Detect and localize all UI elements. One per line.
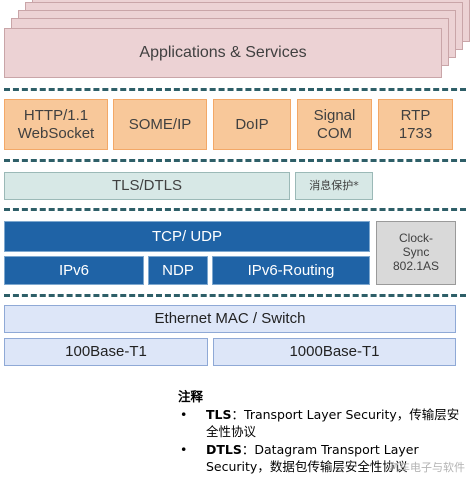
ethernet-box: Ethernet MAC / Switch bbox=[4, 305, 456, 333]
applications-services-label: Applications & Services bbox=[139, 43, 307, 61]
notes-list: TLS：Transport Layer Security，传输层安全性协议 DT… bbox=[178, 406, 468, 476]
clock-sync-box: Clock- Sync 802.1AS bbox=[376, 221, 456, 285]
note-text: Transport Layer Security，传输层安全性协议 bbox=[206, 406, 460, 440]
applications-services-box: Applications & Services bbox=[4, 28, 442, 78]
ipv6-routing-label: IPv6-Routing bbox=[247, 261, 335, 279]
note-item-tls: TLS：Transport Layer Security，传输层安全性协议 bbox=[178, 406, 468, 441]
protocol-box-signal-com: Signal COM bbox=[297, 99, 372, 150]
note-term: TLS bbox=[206, 406, 232, 422]
protocol-box-doip: DoIP bbox=[213, 99, 291, 150]
notes-title: 注释 bbox=[178, 389, 204, 404]
protocol-label-signal-com: Signal COM bbox=[313, 107, 356, 142]
note-separator: ： bbox=[241, 441, 255, 457]
note-text: Datagram Transport Layer Security，数据包传输层… bbox=[206, 441, 419, 475]
message-protection-label: 消息保护* bbox=[309, 178, 359, 192]
phy-100base-box: 100Base-T1 bbox=[4, 338, 208, 366]
ipv6-box: IPv6 bbox=[4, 256, 144, 285]
message-protection-box: 消息保护* bbox=[295, 172, 373, 200]
note-term: DTLS bbox=[206, 441, 242, 457]
ethernet-label: Ethernet MAC / Switch bbox=[154, 310, 306, 328]
watermark: 汽车电子与软件 bbox=[388, 461, 465, 474]
phy-1000base-box: 1000Base-T1 bbox=[213, 338, 456, 366]
separator-4 bbox=[4, 294, 466, 297]
protocol-label-rtp: RTP 1733 bbox=[398, 107, 433, 142]
ipv6-routing-box: IPv6-Routing bbox=[212, 256, 370, 285]
tls-dtls-box: TLS/DTLS bbox=[4, 172, 290, 200]
phy-100base-label: 100Base-T1 bbox=[65, 343, 147, 361]
tls-dtls-label: TLS/DTLS bbox=[111, 177, 183, 195]
notes-section: 注释 TLS：Transport Layer Security，传输层安全性协议… bbox=[178, 388, 468, 476]
separator-1 bbox=[4, 88, 466, 91]
protocol-box-someip: SOME/IP bbox=[113, 99, 207, 150]
protocol-label-someip: SOME/IP bbox=[128, 115, 192, 133]
clock-sync-label: Clock- Sync 802.1AS bbox=[392, 231, 440, 273]
ndp-label: NDP bbox=[162, 261, 194, 279]
ipv6-label: IPv6 bbox=[58, 261, 89, 279]
tcp-udp-label: TCP/ UDP bbox=[151, 227, 222, 245]
note-separator: ： bbox=[231, 406, 245, 422]
tcp-udp-box: TCP/ UDP bbox=[4, 221, 370, 252]
protocol-label-http: HTTP/1.1 WebSocket bbox=[17, 107, 95, 142]
protocol-label-doip: DoIP bbox=[235, 115, 269, 133]
note-item-dtls: DTLS：Datagram Transport Layer Security，数… bbox=[178, 441, 468, 476]
separator-2 bbox=[4, 159, 466, 162]
phy-1000base-label: 1000Base-T1 bbox=[289, 343, 380, 361]
separator-3 bbox=[4, 208, 466, 211]
protocol-box-http: HTTP/1.1 WebSocket bbox=[4, 99, 108, 150]
ndp-box: NDP bbox=[148, 256, 208, 285]
protocol-box-rtp: RTP 1733 bbox=[378, 99, 453, 150]
